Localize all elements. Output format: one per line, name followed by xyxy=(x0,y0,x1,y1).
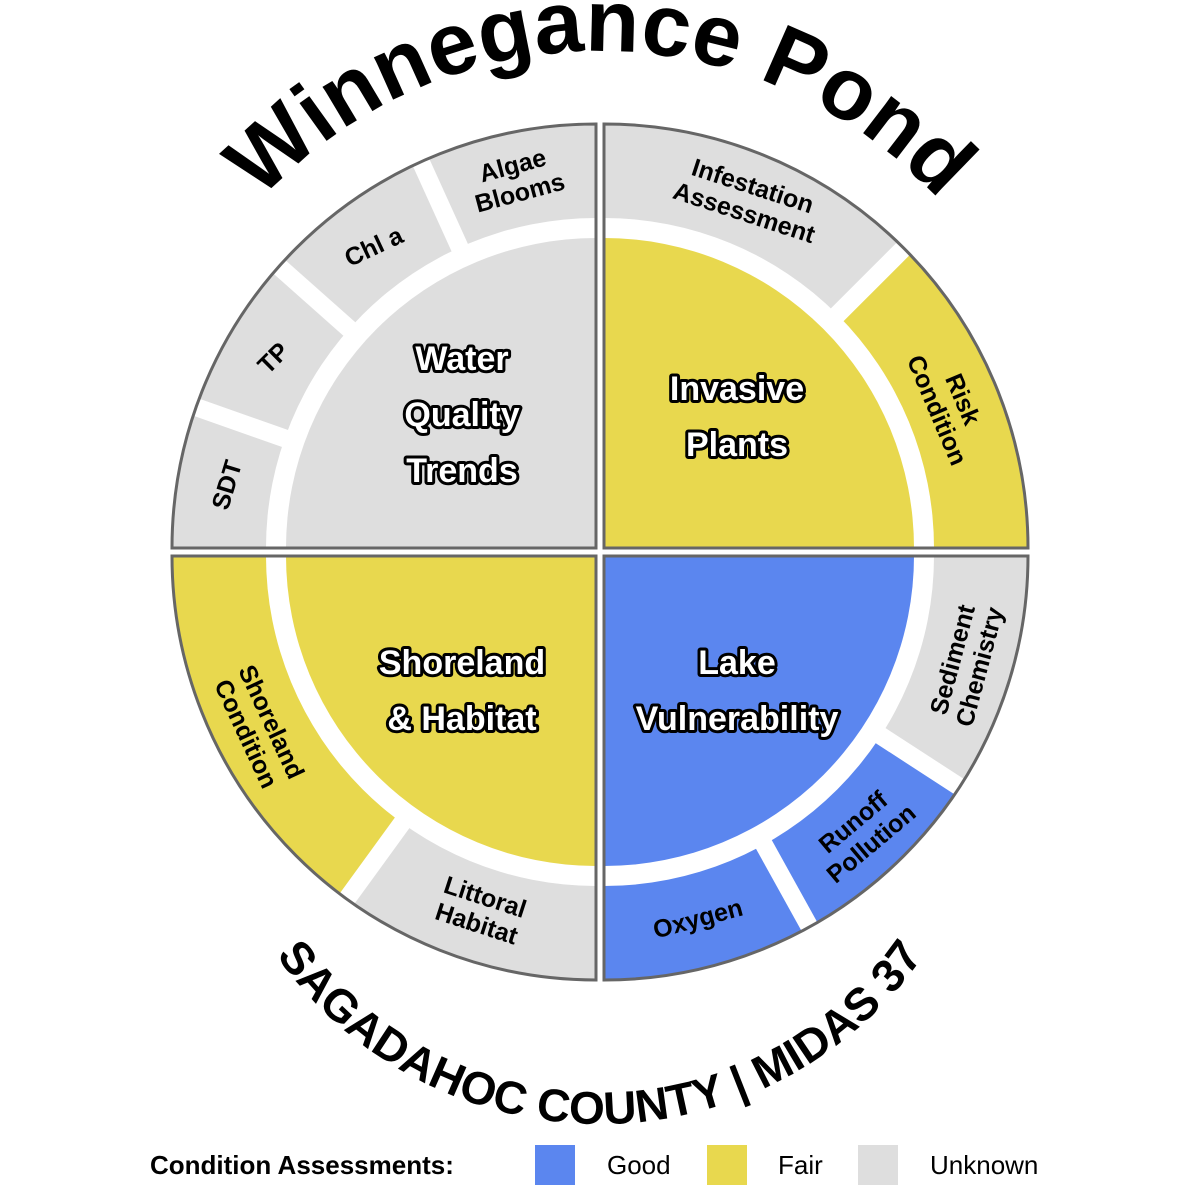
legend-label-good: Good xyxy=(607,1150,671,1180)
segment-divider xyxy=(753,835,821,937)
quadrant-label-line: Trends xyxy=(406,452,517,490)
quadrant-invasive-plants: InfestationAssessmentRiskConditionInvasi… xyxy=(602,122,1030,550)
diagram-subtitle: SAGADAHOC COUNTY | MIDAS 37 xyxy=(268,930,932,1134)
legend-swatch-good xyxy=(535,1145,575,1185)
quadrant-shoreland-habitat: LittoralHabitatShorelandConditionShorela… xyxy=(170,554,598,982)
inner-sector-shoreland-habitat xyxy=(286,556,596,866)
quadrant-label-line: Quality xyxy=(404,396,519,434)
legend-swatch-unknown xyxy=(858,1145,898,1185)
legend-title: Condition Assessments: xyxy=(150,1150,454,1180)
quadrant-label-line: Vulnerability xyxy=(636,700,839,738)
quadrant-label-line: Invasive xyxy=(670,370,804,408)
quadrant-lake-vulnerability: SedimentChemistryRunoffPollutionOxygenLa… xyxy=(602,554,1030,982)
quadrant-outline xyxy=(170,122,598,550)
quadrant-outline xyxy=(602,554,1030,982)
segment-divider xyxy=(268,255,360,340)
quadrant-label-line: Plants xyxy=(686,426,788,464)
segment-divider xyxy=(826,237,915,326)
quadrant-label-line: Water xyxy=(415,340,508,378)
inner-sector-water-quality xyxy=(286,238,596,548)
quadrant-outline xyxy=(602,122,1030,550)
quadrant-label-line: Shoreland xyxy=(379,644,545,682)
diagram-title: Winnegance Pond xyxy=(206,0,995,213)
segment-divider xyxy=(870,724,970,798)
legend-label-fair: Fair xyxy=(778,1150,823,1180)
inner-sector-lake-vulnerability xyxy=(604,556,914,866)
legend-label-unknown: Unknown xyxy=(930,1150,1038,1180)
quadrant-label-line: & Habitat xyxy=(387,700,536,738)
quadrant-label-line: Lake xyxy=(698,644,776,682)
legend: Condition Assessments: Good Fair Unknown xyxy=(150,1145,1038,1185)
segment-divider xyxy=(410,152,471,257)
segment-divider xyxy=(187,396,294,449)
segment-divider xyxy=(335,812,413,910)
quadrant-outline xyxy=(170,554,598,982)
quadrant-label-shoreland-habitat: Shoreland & Habitat xyxy=(379,644,545,738)
inner-sector-invasive-plants xyxy=(604,238,914,548)
legend-swatch-fair xyxy=(707,1145,747,1185)
